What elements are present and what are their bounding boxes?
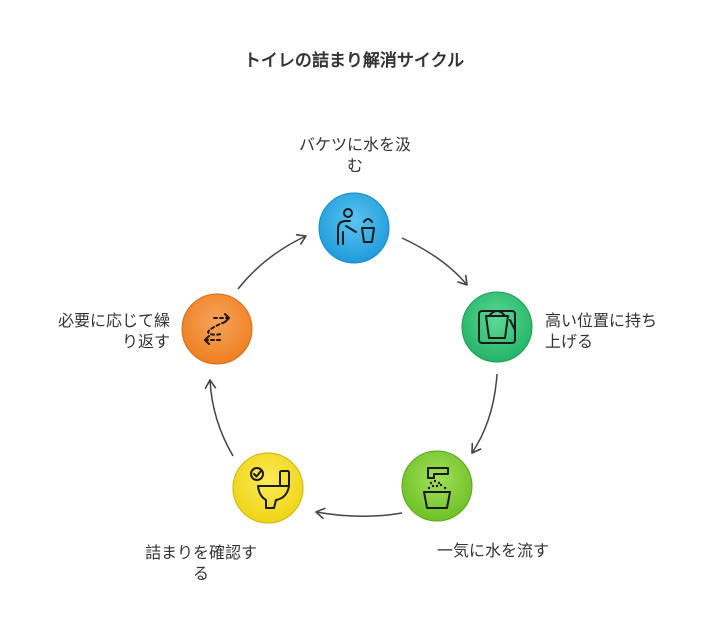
step-1-label: バケツに水を汲 む (298, 135, 411, 175)
step-4-label: 詰まりを確認す る (144, 543, 257, 583)
step-5-label: 必要に応じて繰 り返す (57, 311, 170, 351)
step-2-node (461, 291, 533, 363)
repeat-arrows-icon (204, 313, 230, 345)
arrow-1-to-2 (401, 237, 468, 286)
step-3-node (401, 450, 473, 522)
step-3-label: 一気に水を流す (437, 541, 550, 560)
bucket-lift-icon (478, 310, 516, 344)
step-1-node (318, 192, 390, 264)
toilet-check-icon (250, 467, 290, 509)
faucet-pour-icon (423, 467, 451, 509)
step-5-node (181, 293, 253, 365)
step-2-label: 高い位置に持ち 上げる (545, 311, 658, 351)
water-drops-icon (427, 479, 447, 490)
arrow-2-to-3 (471, 373, 498, 454)
step-4-node (232, 452, 304, 524)
person-bucket-icon (337, 208, 375, 245)
arrow-3-to-4 (315, 507, 403, 520)
arrow-5-to-1 (237, 234, 307, 290)
arrow-4-to-5 (204, 379, 234, 457)
diagram-title: トイレの詰まり解消サイクル (243, 51, 465, 71)
